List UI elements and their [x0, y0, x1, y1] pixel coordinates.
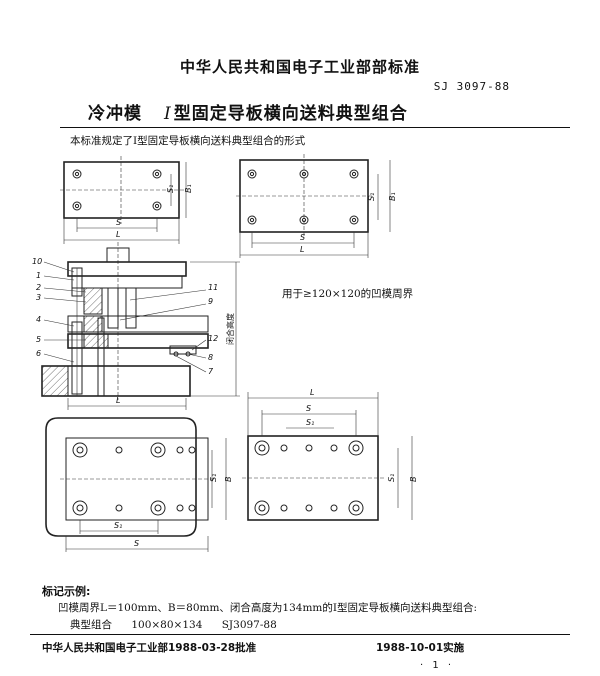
bottom-right-plan-view: L S S₁ S₁ B [242, 388, 418, 521]
part-number: 3 [36, 293, 41, 302]
part-number: 5 [36, 335, 41, 344]
plan-right-s1-label: S₁ [306, 418, 314, 427]
top-left-plate-view: S₁ B₁ S L [60, 156, 193, 244]
part-number: 12 [208, 334, 218, 343]
scope-text: 本标准规定了Ⅰ型固定导板横向送料典型组合的形式 [70, 135, 306, 147]
closed-height-label: 闭合高度 [225, 313, 235, 345]
standard-code: SJ 3097-88 [433, 80, 510, 93]
standard-organization: 中华人民共和国电子工业部部标准 [179, 58, 420, 76]
section-view: 闭合高度 L 10 1 2 3 4 5 6 11 9 12 8 7 [32, 242, 240, 410]
plan-right-s-label: S [306, 404, 311, 413]
part-number: 8 [208, 353, 213, 362]
marking-combo: 典型组合 100×80×134 SJ3097-88 [70, 617, 277, 632]
part-number: 11 [208, 283, 218, 292]
title-suffix: 型固定导板横向送料典型组合 [173, 104, 408, 124]
dim-s-label: S [116, 218, 121, 227]
plan-s1-label: S₁ [209, 474, 218, 482]
dim-l-label: L [116, 230, 120, 239]
combo-label: 典型组合 [70, 619, 112, 631]
dim-b1-label-right: B₁ [388, 192, 397, 201]
part-number: 9 [208, 297, 213, 306]
dim-l-label-right: L [300, 245, 304, 254]
plan-right-l-label: L [310, 388, 314, 397]
part-number: 7 [208, 367, 214, 376]
title-roman: I [164, 104, 172, 124]
marking-description: 凹模周界L＝100mm、B＝80mm、闭合高度为134mm的Ⅰ型固定导板横向送料… [58, 602, 478, 614]
part-number: 6 [36, 349, 41, 358]
plan-right-b-label: B [409, 477, 418, 483]
plan-s1-bottom-label: S₁ [114, 521, 122, 530]
marking-heading: 标记示例: [42, 585, 91, 598]
dim-s-label-right: S [300, 233, 305, 242]
part-number: 1 [36, 271, 41, 280]
effective-text: 1988-10-01实施 [376, 642, 465, 654]
combo-size: 100×80×134 [131, 619, 203, 631]
plan-b-label: B [224, 477, 233, 483]
plan-right-s2-label: S₁ [387, 474, 396, 482]
title-rule [60, 127, 570, 128]
footer-rule [30, 634, 570, 635]
top-right-plate-view: S₁ B₁ S L [236, 154, 397, 258]
dim-s1-label-right: S₁ [367, 193, 376, 201]
part-number: 2 [36, 283, 41, 292]
section-l-label: L [116, 396, 120, 405]
dim-s1-label: S₁ [166, 185, 175, 193]
part-number: 10 [32, 257, 42, 266]
page-number: · 1 · [420, 660, 455, 671]
bottom-left-plan-view: S₁ B S₁ S [45, 417, 233, 552]
dim-b1-label: B₁ [184, 184, 193, 193]
combo-code: SJ3097-88 [221, 619, 277, 631]
part-number: 4 [36, 315, 41, 324]
approval-text: 中华人民共和国电子工业部1988-03-28批准 [42, 642, 257, 654]
plan-s-bottom-label: S [134, 539, 139, 548]
title-prefix: 冷冲模 [88, 104, 142, 124]
usage-note: 用于≥120×120的凹模周界 [282, 288, 414, 300]
